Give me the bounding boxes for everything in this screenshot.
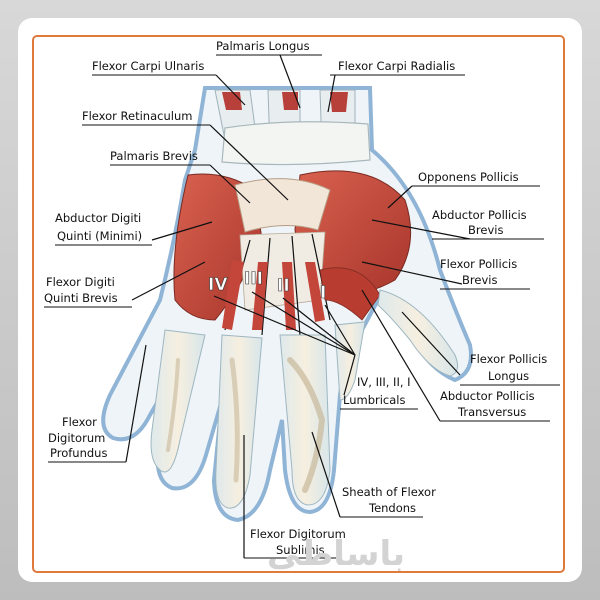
label-flexor-digitorum-profundus-3: Profundus <box>50 446 107 460</box>
lumbrical-muscle <box>305 262 325 322</box>
label-lumbricals-1: IV, III, II, I <box>357 375 411 389</box>
label-abductor-pollicis-brevis-1: Abductor Pollicis <box>432 208 527 222</box>
leader-opponens-pollicis <box>387 185 413 209</box>
leader-sheath-flexor-tendons <box>311 431 341 518</box>
finger-index <box>334 321 366 401</box>
label-abductor-pollicis-transversus-1: Abductor Pollicis <box>440 389 535 403</box>
label-palmaris-brevis: Palmaris Brevis <box>110 149 198 163</box>
label-sheath-flexor-tendons-1: Sheath of Flexor <box>342 485 436 499</box>
lumbrical-muscle <box>222 260 244 330</box>
label-flexor-retinaculum: Flexor Retinaculum <box>82 109 192 123</box>
label-flexor-digitorum-profundus-2: Digitorum <box>48 431 105 445</box>
label-palmaris-longus: Palmaris Longus <box>216 39 310 53</box>
tendon-sheath <box>287 357 326 493</box>
numeral-iv: IV <box>208 275 228 295</box>
tendon-sheath <box>229 357 240 483</box>
label-flexor-digiti-quinti-brevis-1: Flexor Digiti <box>46 275 115 289</box>
label-flexor-digiti-quinti-brevis-2: Quinti Brevis <box>44 291 118 305</box>
leader-abductor-pollicis-brevis <box>371 219 471 240</box>
leader-abductor-digiti-quinti <box>151 221 213 241</box>
leader-palmaris-longus <box>279 54 301 109</box>
numeral-iii: III <box>244 269 263 289</box>
leader-abductor-pollicis-transversus <box>361 289 441 422</box>
label-flexor-digitorum-sublimis-1: Flexor Digitorum <box>250 527 346 541</box>
label-flexor-digitorum-sublimis-2: Sublimis <box>276 543 325 557</box>
retinaculum-band <box>221 121 371 166</box>
label-flexor-pollicis-longus-2: Longus <box>488 369 529 383</box>
numeral-i: I <box>320 283 326 303</box>
adductor-muscle <box>319 267 381 321</box>
leader-flexor-pollicis-brevis <box>361 261 463 285</box>
label-flexor-pollicis-longus-1: Flexor Pollicis <box>470 352 547 366</box>
thumb <box>377 289 459 377</box>
leader-flexor-digitorum-profundus <box>125 344 147 463</box>
label-flexor-pollicis-brevis-2: Brevis <box>462 273 497 287</box>
watermark: باساطی <box>267 534 405 574</box>
numeral-ii: II <box>277 276 290 296</box>
lumbricals-leaders <box>213 291 356 396</box>
forearm-muscle <box>330 92 348 112</box>
leader-flexor-carpi-ulnaris <box>215 74 246 106</box>
label-sheath-flexor-tendons-2: Tendons <box>368 501 416 515</box>
label-flexor-carpi-ulnaris: Flexor Carpi Ulnaris <box>92 59 204 73</box>
label-abductor-pollicis-transversus-2: Transversus <box>457 405 526 419</box>
leader-flexor-pollicis-longus <box>401 311 461 376</box>
label-abductor-digiti-quinti-1: Abductor Digiti <box>55 211 141 225</box>
leader-flexor-retinaculum <box>209 124 289 201</box>
label-lumbricals-2: Lumbricals <box>343 393 405 407</box>
finger-little <box>150 329 206 473</box>
palmar-aponeurosis <box>234 178 331 233</box>
label-flexor-pollicis-brevis-1: Flexor Pollicis <box>440 257 517 271</box>
leader-flexor-digiti-quinti-brevis <box>131 261 206 301</box>
forearm-muscle <box>282 92 298 110</box>
tendon-strand <box>261 237 271 336</box>
hand-illustration <box>101 86 473 523</box>
label-opponens-pollicis: Opponens Pollicis <box>418 170 519 184</box>
label-abductor-pollicis-brevis-2: Brevis <box>468 223 503 237</box>
tendon-sheath <box>166 358 180 452</box>
label-abductor-digiti-quinti-2: Quinti (Minimi) <box>57 229 142 243</box>
leader-palmaris-brevis <box>209 164 251 204</box>
label-flexor-carpi-radialis: Flexor Carpi Radialis <box>338 59 455 73</box>
label-flexor-digitorum-profundus-1: Flexor <box>62 415 97 429</box>
frame-border <box>32 35 565 573</box>
tendon-strand <box>291 235 301 336</box>
leader-flexor-carpi-radialis <box>327 74 336 113</box>
